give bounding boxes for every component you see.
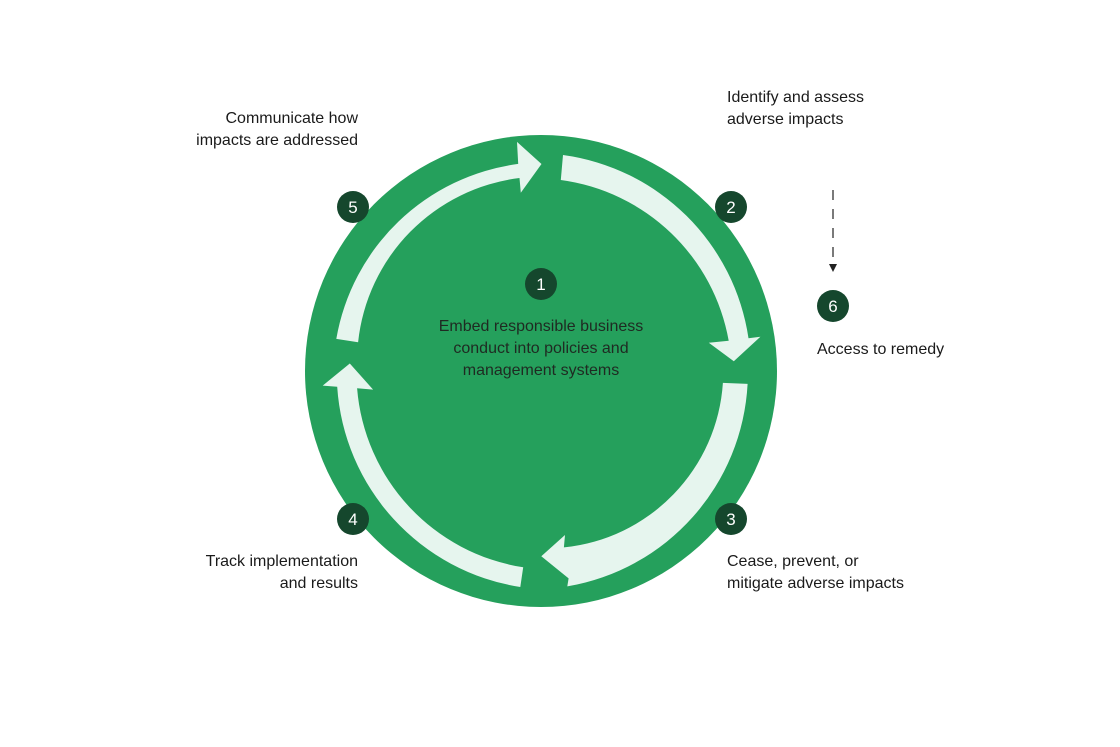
badge-step-3: 3 <box>715 503 747 535</box>
cycle-arrows <box>322 141 761 587</box>
label-step-3-line-1: Cease, prevent, or <box>727 553 859 570</box>
label-step-3-line-2: mitigate adverse impacts <box>727 575 904 592</box>
arrow-step4-to-step5 <box>322 363 524 587</box>
arrow-step5-to-step2 <box>336 141 542 343</box>
label-step-6-line-1: Access to remedy <box>817 341 945 358</box>
dashed-connector <box>829 190 837 272</box>
badge-number-6: 6 <box>828 297 837 316</box>
label-step-4: Track implementation and results <box>108 551 358 595</box>
label-step-4-line-1: Track implementation <box>205 553 358 570</box>
badge-number-1: 1 <box>536 275 545 294</box>
badge-step-6: 6 <box>817 290 849 322</box>
label-step-2-line-2: adverse impacts <box>727 111 844 128</box>
badge-number-3: 3 <box>726 510 735 529</box>
label-step-6: Access to remedy <box>817 339 944 361</box>
label-step-2-line-1: Identify and assess <box>727 89 864 106</box>
label-step-5-line-1: Communicate how <box>225 110 359 127</box>
cycle-circle <box>305 135 777 607</box>
label-step-5-line-2: impacts are addressed <box>196 132 358 149</box>
label-step-1-line-2: conduct into policies and <box>453 340 629 357</box>
label-step-1-line-3: management systems <box>462 362 620 379</box>
arrow-step2-to-step3 <box>560 155 761 362</box>
label-step-2: Identify and assess adverse impacts <box>727 87 864 131</box>
badge-step-4: 4 <box>337 503 369 535</box>
label-step-4-line-2: and results <box>279 575 358 592</box>
badge-step-2: 2 <box>715 191 747 223</box>
label-step-5: Communicate how impacts are addressed <box>108 108 358 152</box>
label-step-1-line-1: Embed responsible business <box>438 318 644 335</box>
badge-step-5: 5 <box>337 191 369 223</box>
label-step-1: Embed responsible business conduct into … <box>391 316 691 382</box>
badge-number-2: 2 <box>726 198 735 217</box>
arrowhead-down-icon <box>829 264 837 272</box>
badge-step-1: 1 <box>525 268 557 300</box>
arrow-step3-to-step4 <box>541 382 748 587</box>
badge-number-4: 4 <box>348 510 357 529</box>
label-step-3: Cease, prevent, or mitigate adverse impa… <box>727 551 904 595</box>
badge-number-5: 5 <box>348 198 357 217</box>
